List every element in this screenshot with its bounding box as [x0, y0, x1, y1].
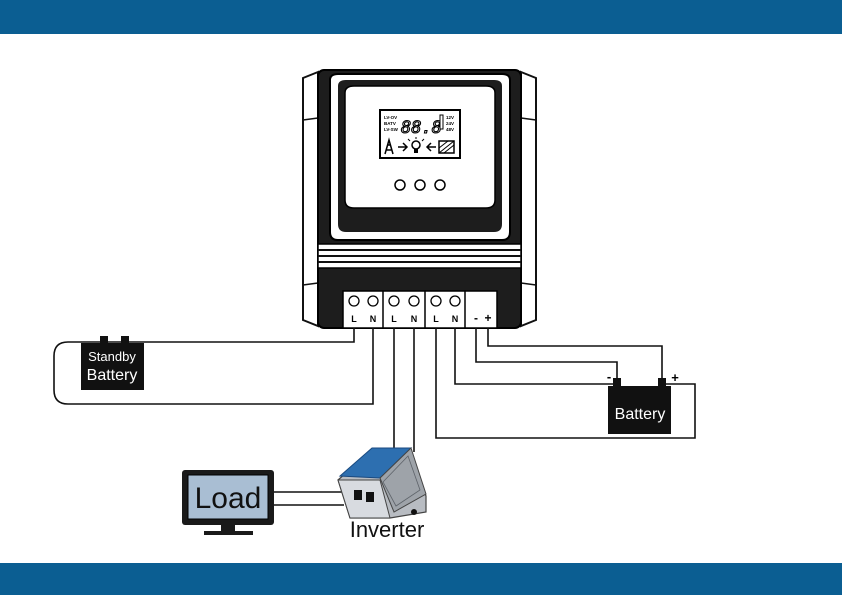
inverter-socket-2	[366, 492, 374, 502]
terminal-label-minus: -	[474, 311, 478, 325]
load-monitor: Load	[182, 470, 274, 535]
controller-unit	[302, 69, 537, 329]
arrow-right-icon	[398, 142, 409, 152]
wiring	[53, 328, 696, 506]
controller-button-2	[414, 179, 426, 191]
lcd-right-text-1: 12V	[446, 115, 454, 120]
top-banner	[0, 0, 842, 34]
inverter-socket-1	[354, 490, 362, 500]
lcd-digits: 88.8	[401, 118, 442, 138]
terminal-label-n2: N	[411, 314, 418, 324]
terminal-label-plus: +	[484, 311, 491, 325]
solar-panel-icon	[438, 140, 455, 154]
lcd-left-text-1: LV-OV	[384, 115, 397, 120]
lcd-left-text-2: BATV	[384, 121, 396, 126]
load-label: Load	[195, 482, 262, 515]
lcd-right-text-3: 48V	[446, 127, 454, 132]
terminal-label-n3: N	[452, 314, 459, 324]
standby-battery-wire	[53, 328, 374, 405]
controller-button-3	[434, 179, 446, 191]
lcd-left-text-3: LV-SW	[384, 127, 399, 132]
terminal-label-l2: L	[391, 314, 397, 324]
standby-battery-line2: Battery	[87, 367, 138, 384]
lcd-display: LV-OV BATV LV-SW 88.8 12V 24V 48V	[384, 114, 455, 155]
battery-wire-minus	[454, 328, 617, 385]
bulb-icon	[407, 137, 425, 153]
battery-plus-label: +	[671, 370, 679, 385]
standby-battery-line1: Standby	[88, 349, 136, 364]
battery-minus-label: -	[607, 369, 611, 384]
battery-label: Battery	[615, 406, 666, 423]
battery: Battery - +	[607, 369, 679, 434]
dc-wire-minus	[475, 328, 618, 380]
dc-wire-plus	[487, 328, 663, 380]
controller-button-1	[394, 179, 406, 191]
standby-battery: Standby Battery	[81, 336, 144, 390]
arrow-left-icon	[425, 142, 436, 152]
terminal-label-n1: N	[370, 314, 377, 324]
terminal-label-l3: L	[433, 314, 439, 324]
lcd-right-text-2: 24V	[446, 121, 454, 126]
terminal-labels: L N L N L N - +	[351, 311, 491, 325]
lcd-battery-icon	[439, 114, 444, 130]
inverter: Inverter	[337, 447, 427, 542]
battery-wire-plus	[435, 328, 696, 439]
bottom-banner	[0, 563, 842, 595]
terminal-label-l1: L	[351, 314, 357, 324]
inverter-label: Inverter	[350, 517, 425, 542]
tower-icon	[384, 137, 394, 155]
